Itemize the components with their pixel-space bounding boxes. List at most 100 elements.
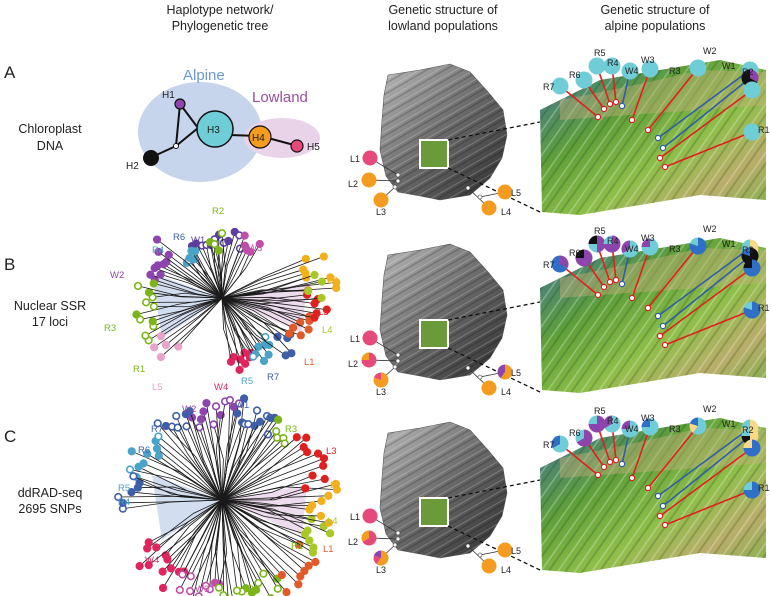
alpine-site-dot [657,155,662,160]
site-dot [393,185,397,189]
tree-tip [273,428,280,435]
alpine-site-label: R2 [742,67,754,77]
svg-text:R3: R3 [104,323,116,334]
tree-tip [234,587,241,594]
tree-tip [311,272,318,279]
tree-tip [163,342,170,349]
alpine-pie-r3 [690,238,707,255]
alpine-site-label: R5 [594,406,606,416]
alpine-inset-box [420,498,448,526]
pie-slice [690,60,707,77]
svg-text:L5: L5 [152,382,163,393]
tree-tip [158,354,165,361]
pie-slice [744,82,761,99]
alpine-site-label: R6 [569,428,581,438]
svg-text:L1: L1 [304,357,315,368]
alpine-site-label: R3 [669,424,681,434]
lowland-site-label: L1 [350,154,360,164]
tree-tip [216,584,223,591]
svg-text:L4: L4 [322,325,333,336]
tree-tip [220,592,227,596]
lowland-site-label: L4 [501,565,511,575]
alpine-site-dot [595,292,600,297]
row-label-c-2: 2695 SNPs [18,502,81,516]
tree-tip [260,570,267,577]
lowland-site-label: L5 [511,368,521,378]
svg-text:lowland populations: lowland populations [388,19,498,33]
alpine-site-dot [645,485,650,490]
alpine-site-label: W4 [625,424,639,434]
pie-slice [589,244,598,253]
svg-text:L1: L1 [323,544,334,555]
alpine-terrain-a: R7R6R5R4W4W3R3W2W1R2R1 [540,46,770,215]
alpine-site-label: W3 [641,233,655,243]
pie-slice [589,236,598,245]
alpine-site-label: R1 [758,483,770,493]
svg-text:R3: R3 [285,424,297,435]
svg-text:R6: R6 [138,445,150,456]
svg-text:alpine populations: alpine populations [605,19,706,33]
lowland-pie-l3 [374,551,389,566]
site-dot [396,353,400,357]
lowland-pie-l1 [363,151,378,166]
tree-tip [142,332,149,339]
tree-branch [206,500,222,586]
alpine-site-label: W4 [625,66,639,76]
tree-tip [146,289,153,296]
lowland-site-label: L3 [376,565,386,575]
lowland-pie-l1 [363,509,378,524]
tree-tip [143,299,150,306]
tree-tip [234,410,241,417]
tree-tip [154,236,161,243]
tree-tip [303,434,310,441]
alpine-site-dot [660,503,665,508]
lowland-pie-l1 [363,331,378,346]
svg-text:W3: W3 [195,584,209,595]
tree-tip [153,544,160,551]
alpine-site-dot [660,145,665,150]
lowland-map-b: L1L2L3L4L5 [348,244,540,397]
site-dot [393,543,397,547]
alpine-site-label: R2 [742,245,754,255]
svg-text:R7: R7 [267,372,279,383]
tree-tip [312,559,319,566]
tree-tip [179,571,186,578]
alpine-site-label: R4 [607,236,619,246]
site-dot [393,365,397,369]
svg-text:Haplotype network/: Haplotype network/ [166,3,274,17]
alpine-site-label: R4 [607,58,619,68]
alpine-site-dot [601,284,606,289]
row-letter-a: A [4,63,16,82]
alpine-site-label: W2 [703,224,717,234]
pie-slice [363,151,378,166]
tree-tip [188,573,195,580]
tree-tip [254,407,261,414]
pie-slice [374,193,389,208]
tree-tip [210,421,217,428]
svg-text:L2: L2 [327,275,338,286]
tree-tip [321,253,328,260]
tree-tip [321,476,328,483]
svg-text:W4: W4 [145,555,159,566]
tree-tip [127,466,134,473]
tree-tip [241,232,248,239]
tree-tip [168,565,175,572]
tree-tip [160,585,167,592]
alpine-site-dot [655,135,660,140]
tree-tip [304,449,311,456]
alpine-site-label: W1 [722,419,736,429]
tree-tip [130,473,137,480]
row-label-c: ddRAD-seq [18,486,83,500]
alpine-site-label: R1 [758,303,770,313]
lowland-pie-l4 [482,559,497,574]
svg-text:R1: R1 [133,364,145,375]
tree-tip [225,238,232,245]
tree-tip [302,256,309,263]
tree-tip [318,498,325,505]
svg-text:R7: R7 [151,424,163,435]
tree-tip [261,358,268,365]
tree-tip [282,352,289,359]
tree-tip [157,271,164,278]
column-header-2: Genetic structure of lowland populations [388,3,498,33]
alpine-label: Alpine [183,67,225,84]
